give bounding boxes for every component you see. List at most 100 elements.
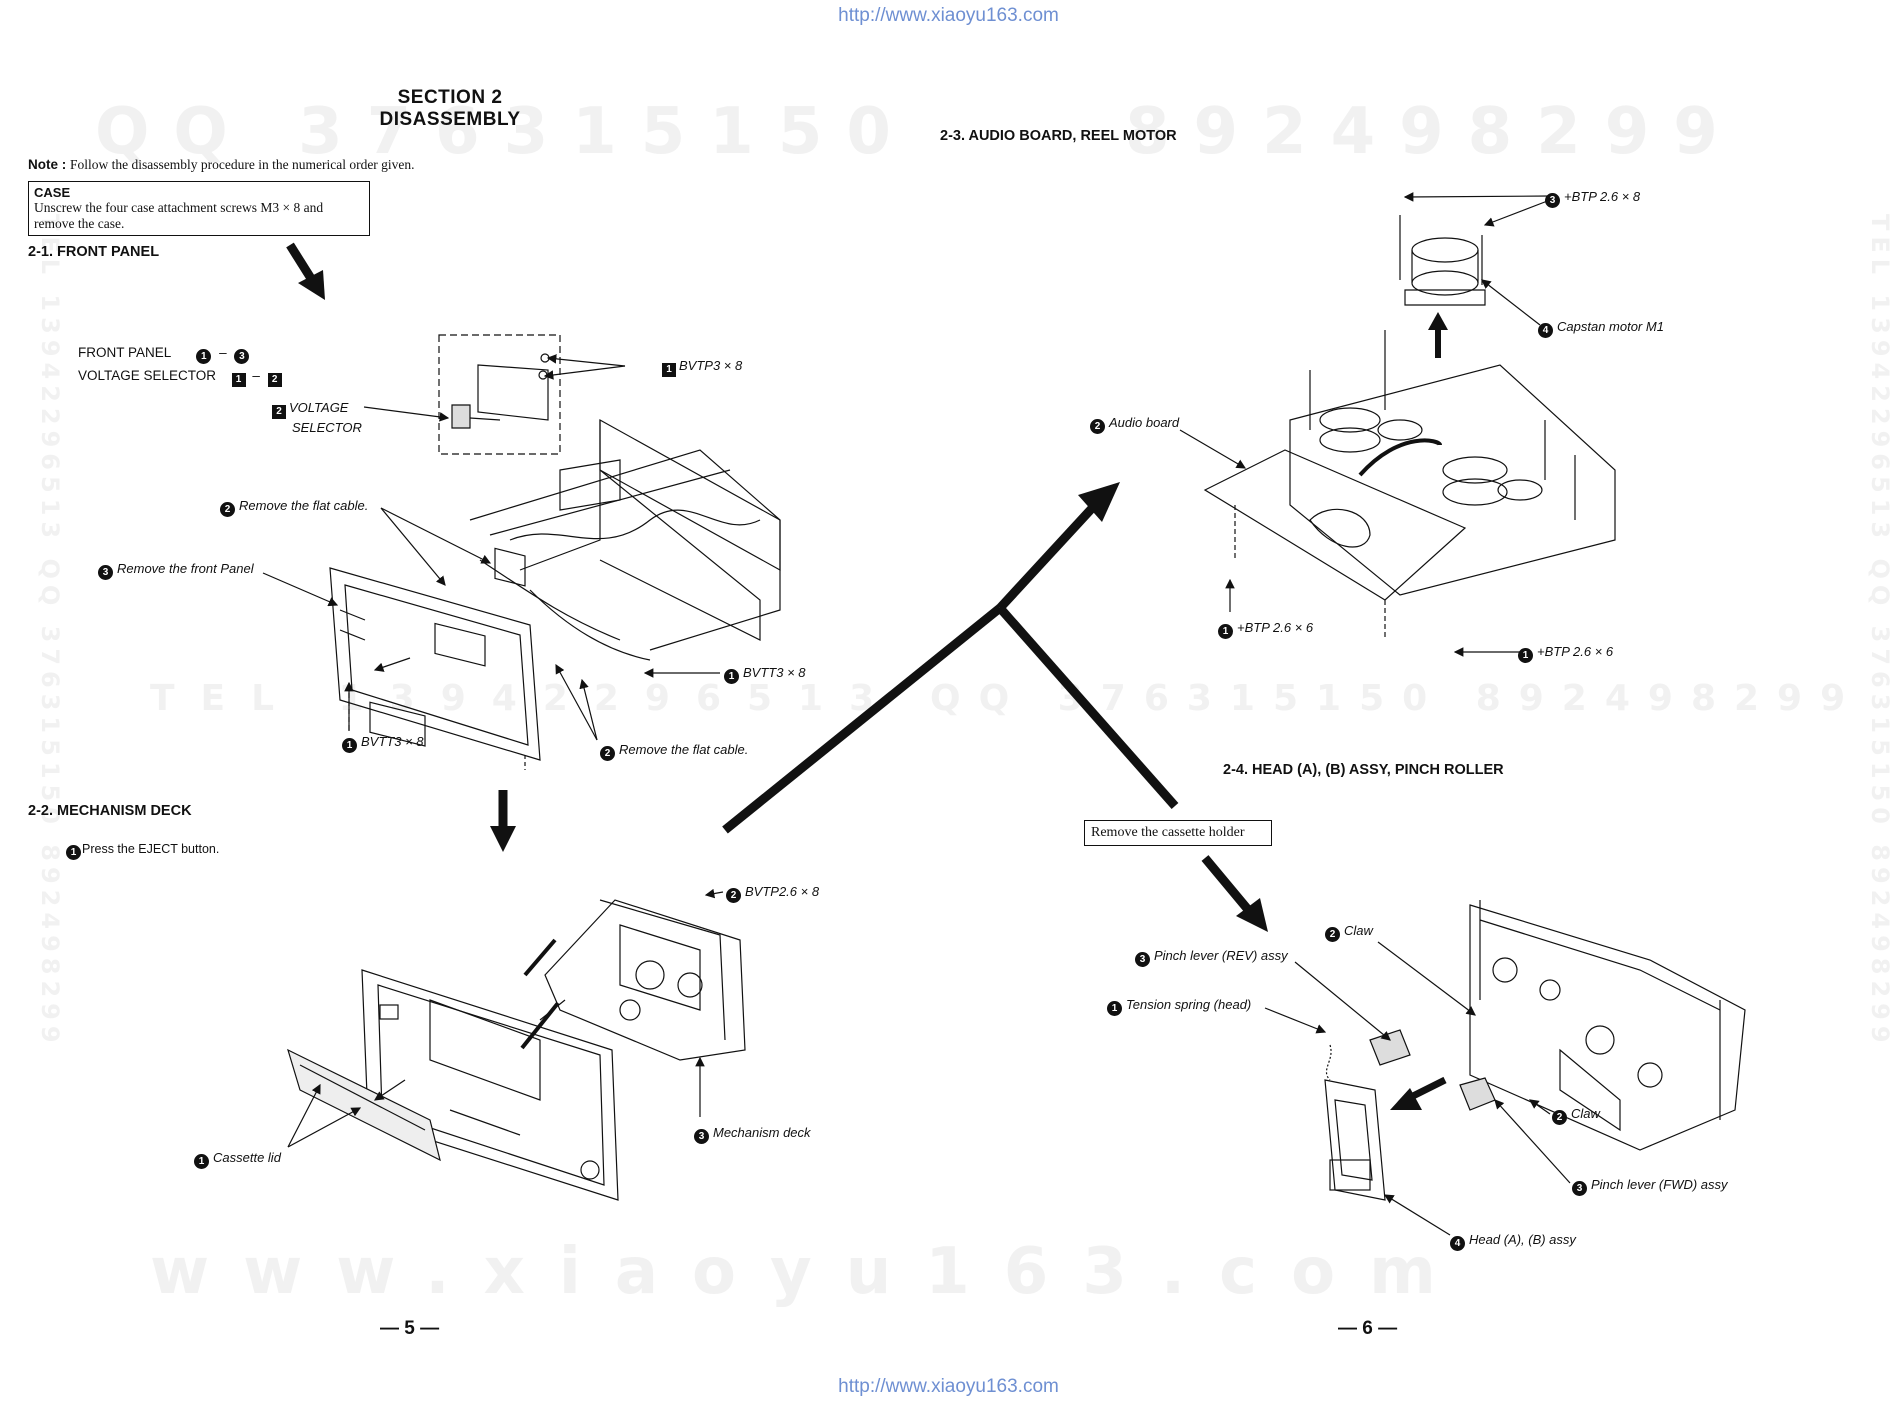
head-deck-drawing — [1469, 900, 1746, 1151]
badge-3: 3 — [1572, 1181, 1587, 1196]
dash: – — [219, 345, 227, 360]
badge-4: 4 — [1538, 323, 1553, 338]
badge-1: 1 — [196, 349, 212, 364]
flat-cable-callout-top: 2 Remove the flat cable. — [220, 498, 368, 517]
front-panel-label: FRONT PANEL — [78, 345, 171, 360]
note-text: Follow the disassembly procedure in the … — [70, 157, 415, 172]
pinch-rev-label: Pinch lever (REV) assy — [1154, 948, 1288, 963]
btp-right-label: +BTP 2.6 × 6 — [1537, 644, 1614, 659]
eject-step-text: Press the EJECT button. — [82, 842, 220, 856]
note-label: Note : — [28, 157, 67, 172]
head-assy-drawing — [1324, 1044, 1386, 1201]
badge-1: 1 — [724, 669, 739, 684]
remove-holder-box: Remove the cassette holder — [1084, 820, 1272, 846]
claw-top-callout: 2 Claw — [1325, 923, 1373, 942]
bvtp26-label: BVTP2.6 × 8 — [745, 884, 820, 899]
note: Note : Follow the disassembly procedure … — [28, 157, 415, 173]
capstan-motor-drawing — [1399, 215, 1486, 306]
btp-left-callout: 1+BTP 2.6 × 6 — [1218, 620, 1313, 639]
footer-url[interactable]: http://www.xiaoyu163.com — [838, 1376, 1059, 1397]
dash: – — [252, 368, 260, 383]
audio-board-drawing — [1203, 449, 1467, 640]
badge-2: 2 — [220, 502, 235, 517]
bvtt-label-right: BVTT3 × 8 — [743, 665, 806, 680]
badge-3: 3 — [1545, 193, 1560, 208]
voltage-selector-callout-line1: VOLTAGE — [289, 400, 349, 415]
flat-cable-callout-bottom: 2 Remove the flat cable. — [600, 742, 748, 761]
section-name: DISASSEMBLY — [379, 109, 521, 130]
watermark-tel-row: TEL 13942296513 — [150, 678, 901, 719]
case-box: CASE Unscrew the four case attachment sc… — [28, 181, 370, 236]
case-title: CASE — [34, 185, 71, 200]
cassette-lid-label: Cassette lid — [213, 1150, 281, 1165]
badge-2: 2 — [1552, 1110, 1567, 1125]
badge-3: 3 — [694, 1129, 709, 1144]
badge-1: 1 — [1218, 624, 1233, 639]
badge-1: 1 — [66, 845, 81, 860]
square-badge-1: 1 — [231, 373, 246, 387]
case-text-1: Unscrew the four case attachment screws … — [34, 200, 324, 215]
watermark-qq-left: QQ 376315150 — [95, 95, 915, 169]
badge-2: 2 — [726, 888, 741, 903]
case-text-2: remove the case. — [34, 216, 125, 231]
watermark-qq-right: 892498299 — [1125, 95, 1742, 169]
capstan-up-arrow — [1428, 312, 1448, 358]
claw-top-label: Claw — [1344, 923, 1373, 938]
square-badge-1: 1 — [662, 363, 676, 377]
badge-2: 2 — [1325, 927, 1340, 942]
board-swing-arrow — [1358, 438, 1442, 477]
voltage-selector-callout-line2: SELECTOR — [292, 420, 362, 435]
voltage-selector-step-line: VOLTAGE SELECTOR 1 – 2 — [78, 368, 285, 387]
badge-1: 1 — [1518, 648, 1533, 663]
square-badge-2: 2 — [272, 405, 286, 419]
badge-2: 2 — [1090, 419, 1105, 434]
btp-top-callout: 3 +BTP 2.6 × 8 — [1545, 189, 1640, 208]
page-number-right: — 6 — — [1338, 1318, 1398, 1339]
btp-top-label: +BTP 2.6 × 8 — [1564, 189, 1641, 204]
badge-3: 3 — [98, 565, 113, 580]
badge-1: 1 — [194, 1154, 209, 1169]
heading-2-4: 2-4. HEAD (A), (B) ASSY, PINCH ROLLER — [1223, 762, 1504, 778]
audio-board-callout: 2 Audio board — [1090, 415, 1179, 434]
bvtt-callout-right: 1 BVTT3 × 8 — [724, 665, 806, 684]
flat-cable-label-top: Remove the flat cable. — [239, 498, 369, 513]
flow-arrow-case-to-front — [286, 242, 325, 300]
badge-3: 3 — [1135, 952, 1150, 967]
tension-spring-label: Tension spring (head) — [1126, 997, 1252, 1012]
square-badge-2: 2 — [267, 373, 282, 387]
front-panel-remove-label: Remove the front Panel — [117, 561, 254, 576]
voltage-selector-label: VOLTAGE SELECTOR — [78, 368, 217, 383]
audio-board-label: Audio board — [1109, 415, 1180, 430]
pinch-rev-callout: 3 Pinch lever (REV) assy — [1135, 948, 1288, 967]
front-panel-drawing — [329, 547, 541, 761]
pinch-lever-fwd-drawing — [1459, 1077, 1496, 1111]
front-panel-step-line: FRONT PANEL 1 – 3 — [78, 345, 253, 364]
header-url[interactable]: http://www.xiaoyu163.com — [838, 5, 1059, 26]
heading-2-3: 2-3. AUDIO BOARD, REEL MOTOR — [940, 128, 1177, 144]
badge-3: 3 — [234, 349, 250, 364]
claw-right-label: Claw — [1571, 1106, 1600, 1121]
cassette-lid-drawing — [287, 1048, 441, 1162]
badge-1: 1 — [342, 738, 357, 753]
pinch-fwd-label: Pinch lever (FWD) assy — [1591, 1177, 1728, 1192]
capstan-label: Capstan motor M1 — [1557, 319, 1664, 334]
watermark-bottom: www.xiaoyu163.com — [150, 1235, 1470, 1309]
badge-1: 1 — [1107, 1001, 1122, 1016]
flow-arrow-holder-to-head — [1201, 855, 1268, 932]
mechanism-deck-drawing — [539, 899, 746, 1061]
mechanism-lift-arrow — [520, 1001, 560, 1050]
flat-cable-label-bottom: Remove the flat cable. — [619, 742, 749, 757]
pinch-lever-rev-drawing — [1369, 1029, 1411, 1066]
flow-arrow-branch — [722, 482, 1179, 834]
btp-right-callout: 1 +BTP 2.6 × 6 — [1518, 644, 1613, 663]
badge-2: 2 — [600, 746, 615, 761]
cassette-lid-callout: 1 Cassette lid — [194, 1150, 281, 1169]
unit-chassis-drawing — [469, 418, 781, 661]
bvtp26-callout: 2 BVTP2.6 × 8 — [726, 884, 819, 903]
